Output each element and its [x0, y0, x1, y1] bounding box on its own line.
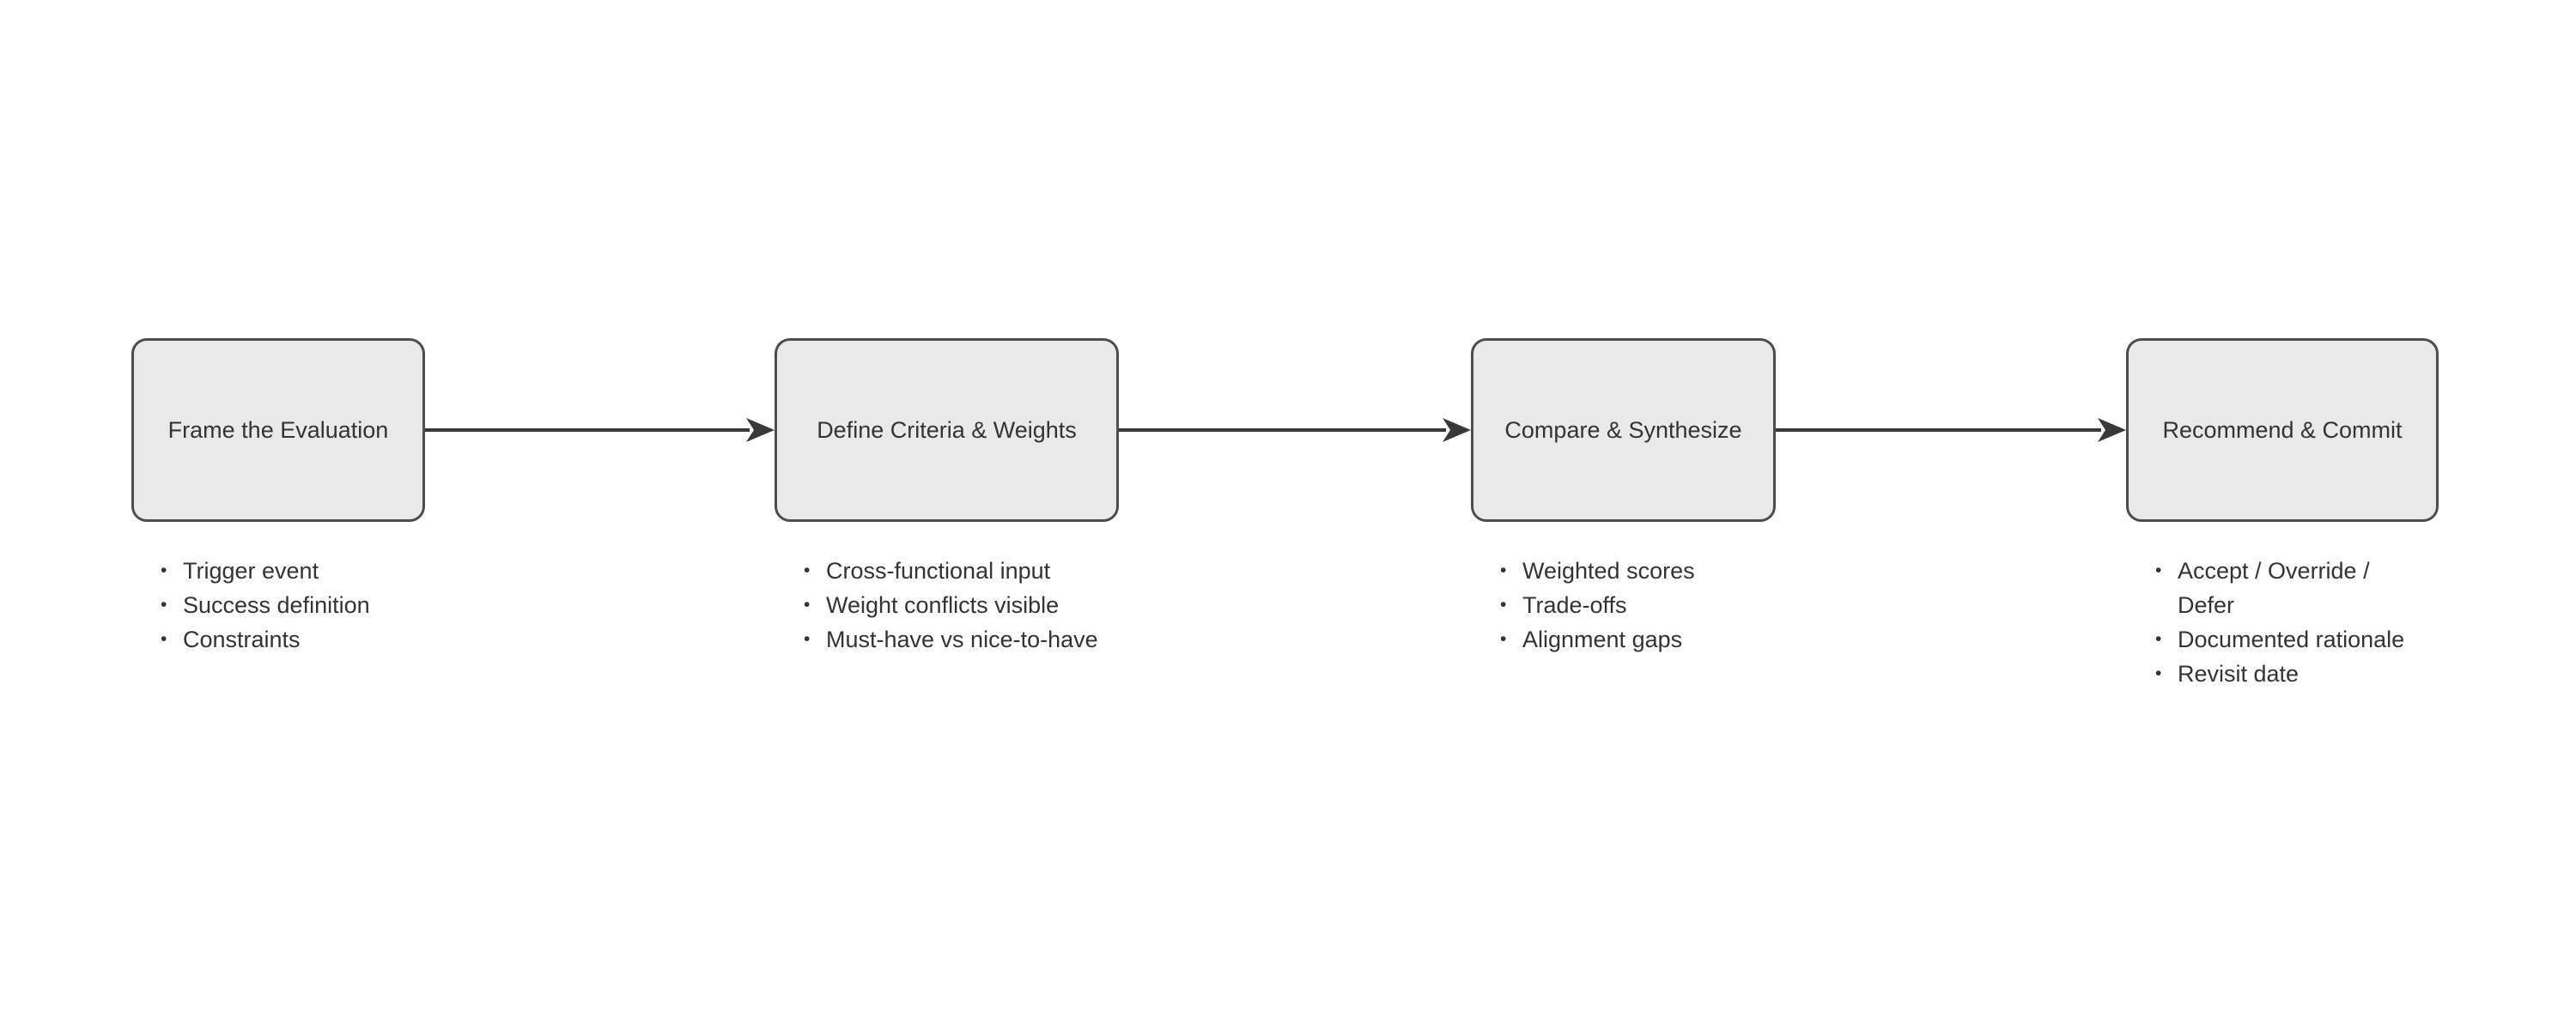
stage-bullet-list-recommend-commit: Accept / Override / Defer Documented rat… [2154, 554, 2411, 691]
stage-title: Define Criteria & Weights [817, 417, 1077, 443]
connector-arrow-2[interactable] [1119, 411, 1471, 449]
bullet-item: Success definition [159, 588, 434, 622]
bullet-item: Weight conflicts visible [802, 588, 1145, 622]
bullet-item: Trade-offs [1498, 588, 1807, 622]
bullet-item: Revisit date [2154, 657, 2411, 691]
stage-title: Compare & Synthesize [1504, 417, 1742, 443]
bullet-item: Documented rationale [2154, 622, 2411, 657]
bullet-item: Must-have vs nice-to-have [802, 622, 1145, 657]
bullet-item: Weighted scores [1498, 554, 1807, 588]
connector-arrow-1[interactable] [425, 411, 775, 449]
stage-bullet-list-define-criteria: Cross-functional input Weight conflicts … [802, 554, 1145, 657]
bullet-item: Cross-functional input [802, 554, 1145, 588]
stage-bullet-list-compare-synthesize: Weighted scores Trade-offs Alignment gap… [1498, 554, 1807, 657]
stage-node-define-criteria[interactable]: Define Criteria & Weights [775, 338, 1119, 522]
connector-arrow-3[interactable] [1776, 411, 2126, 449]
bullet-item: Constraints [159, 622, 434, 657]
bullet-item: Accept / Override / Defer [2154, 554, 2411, 622]
bullet-item: Trigger event [159, 554, 434, 588]
stage-node-frame-evaluation[interactable]: Frame the Evaluation [131, 338, 425, 522]
stage-title: Recommend & Commit [2162, 417, 2403, 443]
stage-bullet-list-frame-evaluation: Trigger event Success definition Constra… [159, 554, 434, 657]
stage-node-recommend-commit[interactable]: Recommend & Commit [2126, 338, 2439, 522]
bullet-item: Alignment gaps [1498, 622, 1807, 657]
stage-title: Frame the Evaluation [167, 417, 389, 443]
stage-node-compare-synthesize[interactable]: Compare & Synthesize [1471, 338, 1776, 522]
